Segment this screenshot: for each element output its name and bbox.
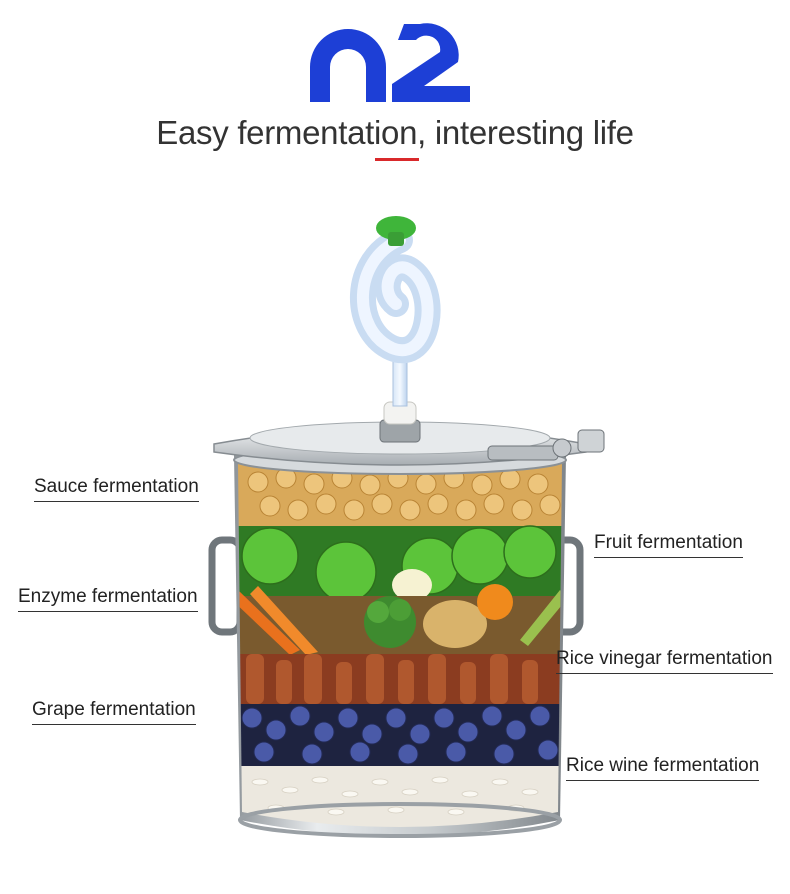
- airlock-icon: [349, 216, 441, 407]
- label-sauce-fermentation: Sauce fermentation: [34, 476, 199, 502]
- label-enzyme-fermentation: Enzyme fermentation: [18, 586, 198, 612]
- food-layers: [238, 462, 562, 827]
- rice-layer: [238, 766, 562, 827]
- headline: Easy fermentation, interesting life: [156, 114, 634, 151]
- headline-underline: [375, 158, 419, 161]
- lid-clamp: [487, 429, 605, 461]
- label-rice-vinegar-fermentation: Rice vinegar fermentation: [556, 648, 773, 674]
- label-grape-fermentation: Grape fermentation: [32, 699, 196, 725]
- brand-logo-icon: [310, 23, 470, 102]
- label-fruit-fermentation: Fruit fermentation: [594, 532, 743, 558]
- label-rice-wine-fermentation: Rice wine fermentation: [566, 755, 760, 781]
